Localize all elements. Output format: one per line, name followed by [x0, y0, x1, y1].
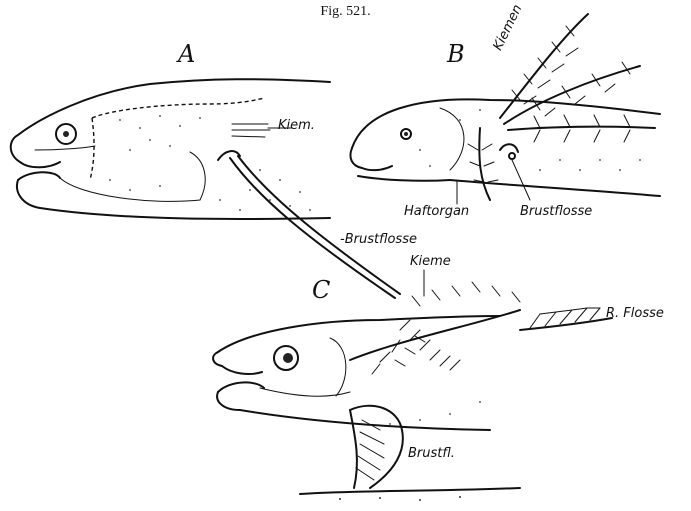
panel-c-letter: C	[312, 276, 330, 304]
label-brustflosse-b: Brustflosse	[520, 204, 592, 219]
label-brustflosse-a: -Brustflosse	[340, 232, 417, 247]
panel-a-letter: A	[178, 40, 195, 68]
label-kiem: Kiem.	[278, 118, 315, 133]
drawing-a	[11, 79, 400, 298]
label-brustfl: Brustfl.	[408, 446, 455, 461]
label-r-flosse: R. Flosse	[606, 306, 664, 321]
label-kieme: Kieme	[410, 254, 451, 269]
drawing-c	[213, 270, 612, 501]
label-haftorgan: Haftorgan	[404, 204, 469, 219]
panel-b-letter: B	[447, 40, 465, 68]
